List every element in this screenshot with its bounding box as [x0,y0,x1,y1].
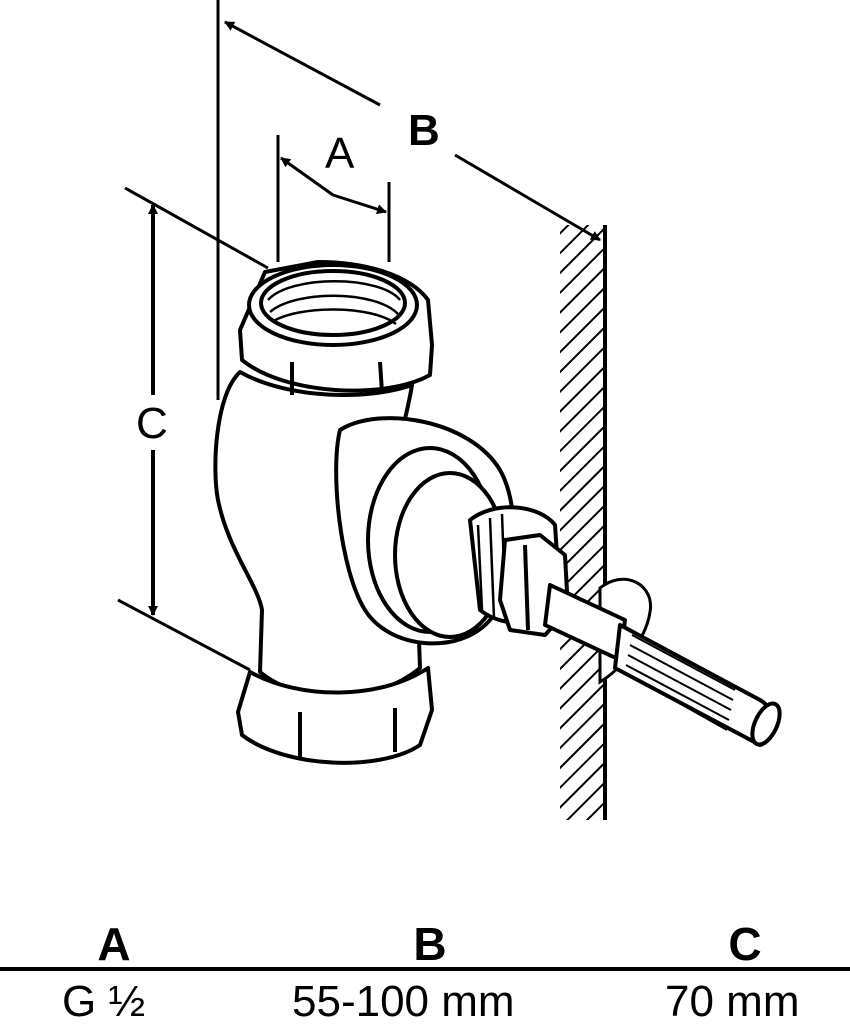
valve-body [213,260,782,765]
dimension-label-a: A [325,129,355,178]
wall [560,225,652,820]
dimension-label-c: C [136,399,168,448]
spindle-splines [623,634,736,731]
dimension-a [280,156,387,215]
spec-header-c: C [728,918,762,970]
valve-technical-drawing: B A C [117,0,782,820]
spec-value-a: G ½ [62,977,146,1026]
dimension-label-b: B [408,106,440,155]
extension-lines [117,0,391,672]
spec-header-b: B [413,918,447,970]
spec-header-a: A [97,918,131,970]
table-divider [0,967,850,971]
specification-table: A B C G ½ 55-100 mm 70 mm [0,905,850,1026]
spec-value-b: 55-100 mm [292,977,515,1026]
spec-value-c: 70 mm [665,977,800,1026]
